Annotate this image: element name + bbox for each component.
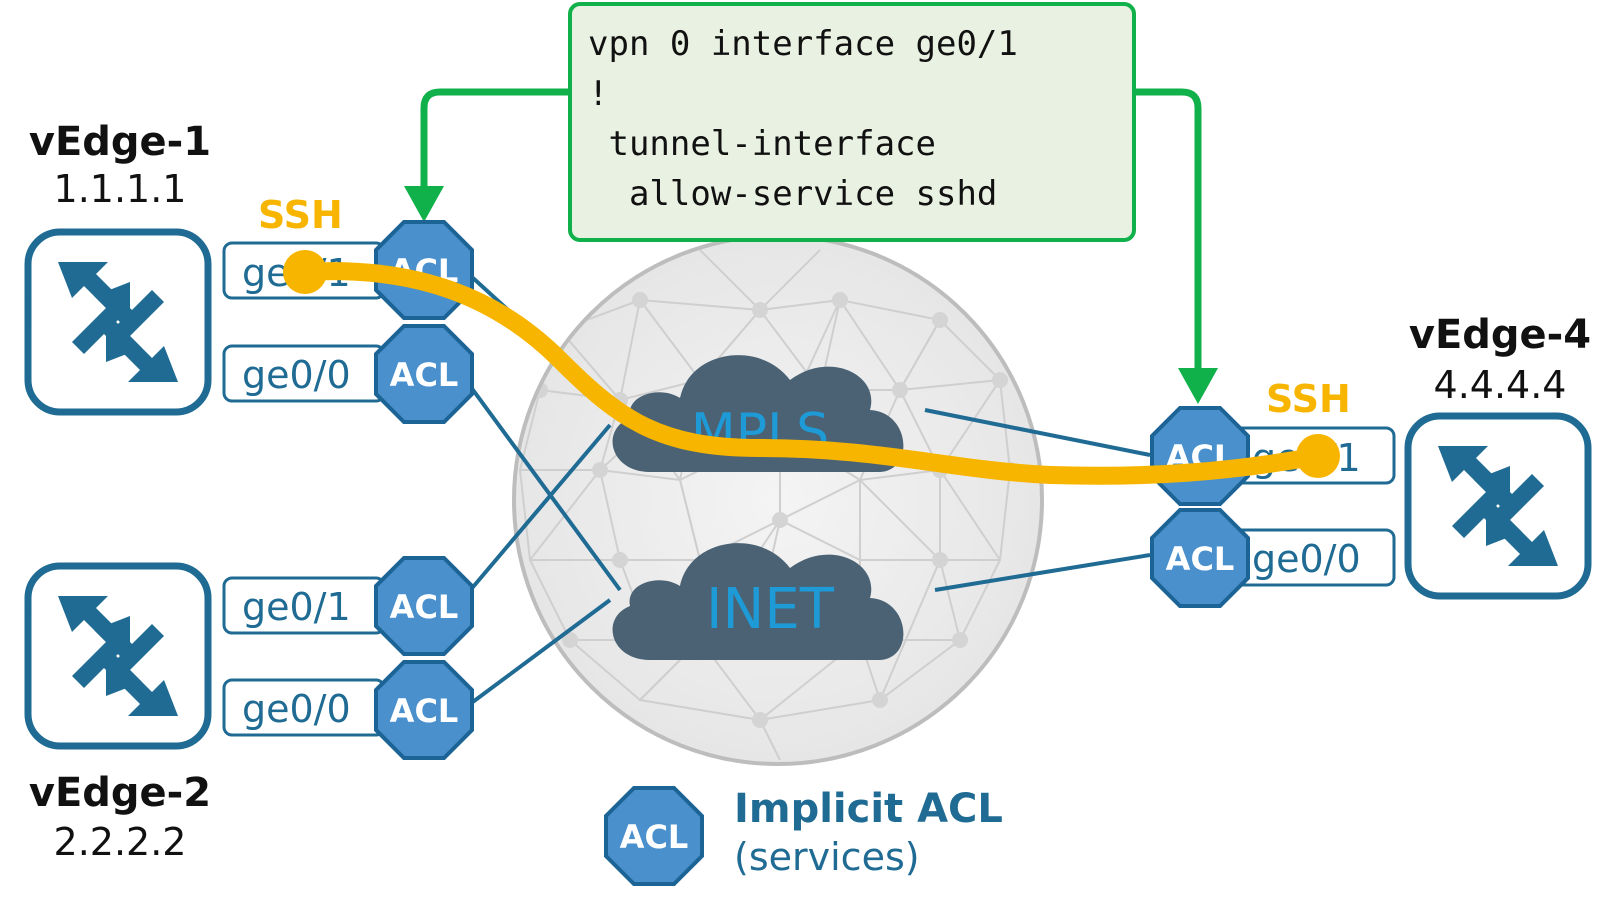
config-line-2: ! <box>588 74 608 114</box>
interface-label: ge0/0 <box>242 687 351 731</box>
router-ip: 2.2.2.2 <box>54 820 187 864</box>
router-name: vEdge-1 <box>29 119 211 165</box>
ssh-path: SSH SSH <box>258 193 1351 485</box>
svg-text:vpn 0 interface ge0/1 !: vpn 0 interface ge0/1 ! tunnel-interface… <box>0 0 1161 214</box>
interface-boxes <box>222 241 1396 737</box>
acl-label: ACL <box>390 588 459 626</box>
ssh-label: SSH <box>1266 377 1351 421</box>
interface-label: ge0/0 <box>1252 537 1361 581</box>
acl-label: ACL <box>390 692 459 730</box>
acl-label: ACL <box>390 356 459 394</box>
ssh-endpoint <box>1296 434 1340 478</box>
legend-acl-label: ACL <box>620 818 689 856</box>
config-line-4: allow-service sshd <box>588 174 997 214</box>
config-box: vpn 0 interface ge0/1 ! tunnel-interface… <box>0 0 1161 242</box>
cloud-inet-label: INET <box>706 577 835 642</box>
ssh-label: SSH <box>258 193 343 237</box>
cloud-inet: INET <box>612 543 904 660</box>
legend-title: Implicit ACL <box>734 786 1003 832</box>
router-ip: 1.1.1.1 <box>54 167 187 211</box>
router-vedge-2: vEdge-2 2.2.2.2 <box>24 562 212 864</box>
interface-label: ge0/1 <box>242 585 351 629</box>
globe <box>512 234 1044 766</box>
legend: ACL Implicit ACL (services) <box>604 786 1003 886</box>
acl-labels: ACL ACL ACL ACL ACL ACL <box>390 252 1235 730</box>
router-name: vEdge-2 <box>29 770 211 816</box>
green-arrows <box>404 88 1218 404</box>
acl-label: ACL <box>1166 540 1235 578</box>
router-ip: 4.4.4.4 <box>1434 363 1567 407</box>
config-line-1: vpn 0 interface ge0/1 <box>588 24 1018 64</box>
router-vedge-1: vEdge-1 1.1.1.1 <box>24 119 212 416</box>
router-vedge-4: vEdge-4 4.4.4.4 <box>1404 312 1592 600</box>
ssh-endpoint <box>283 250 327 294</box>
legend-subtitle: (services) <box>734 835 920 879</box>
config-line-3: tunnel-interface <box>588 124 936 164</box>
router-name: vEdge-4 <box>1409 312 1591 358</box>
interface-label: ge0/0 <box>242 353 351 397</box>
